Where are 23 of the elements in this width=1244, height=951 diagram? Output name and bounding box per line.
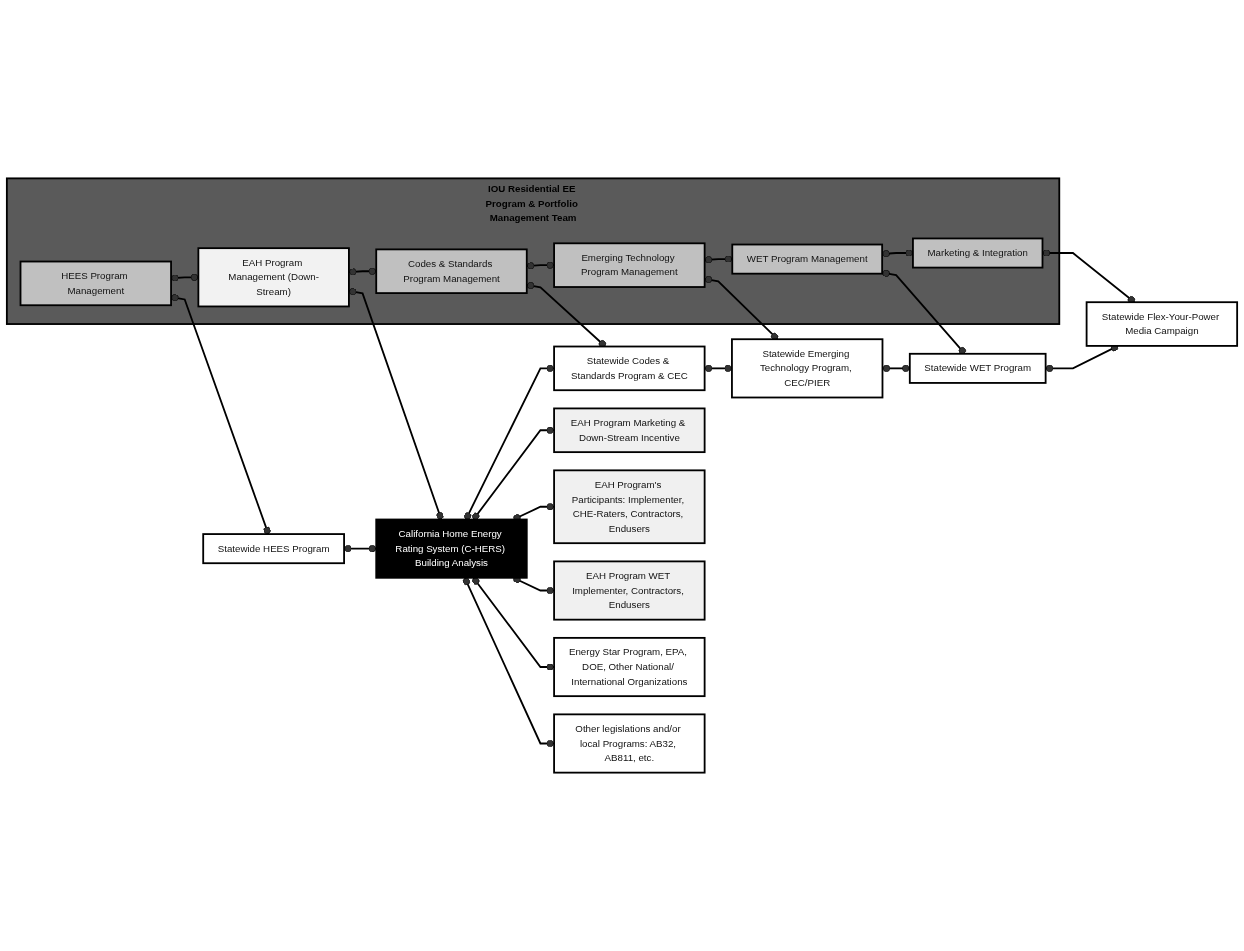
node-box: EAH Program Marketing & Down-Stream Incentive [553,407,706,454]
node-box: Emerging Technology Program Management [553,242,706,288]
node-box: Statewide Flex-Your-Power Media Campaign [1085,301,1239,347]
node-box: EAH Program's Participants: Implementer, CHE-Raters, Contractors, Endusers [553,469,706,545]
connector [881,269,966,355]
connector [472,426,555,521]
node-box: Statewide HEES Program [202,533,345,565]
node-box: Statewide Codes & Standards Program & CEC [553,345,706,392]
node-box: HEES Program Management [19,260,172,307]
connector [348,287,444,521]
node-box: Statewide WET Program [908,352,1047,384]
node-box: WET Program Management [731,243,884,275]
node-box: Energy Star Program, EPA, DOE, Other National/ International Organizations [553,636,706,698]
node-box: EAH Program WET Implementer, Contractors, Endusers [553,560,706,621]
node-box: EAH Program Management (Down-Stream) [197,247,350,308]
connector [472,576,555,671]
node-box: Statewide Emerging Technology Program, CEC/PIER [731,338,884,399]
node-box: Other legislations and/or local Programs: AB32, AB811, etc. [553,713,706,774]
node-box: Marketing & Integration [912,237,1044,269]
connector [462,576,555,748]
connector [464,364,555,521]
node-box: Codes & Standards Program Management [375,248,528,294]
node-box: California Home Energy Rating System (C-HERS) Building Analysis [375,518,528,579]
